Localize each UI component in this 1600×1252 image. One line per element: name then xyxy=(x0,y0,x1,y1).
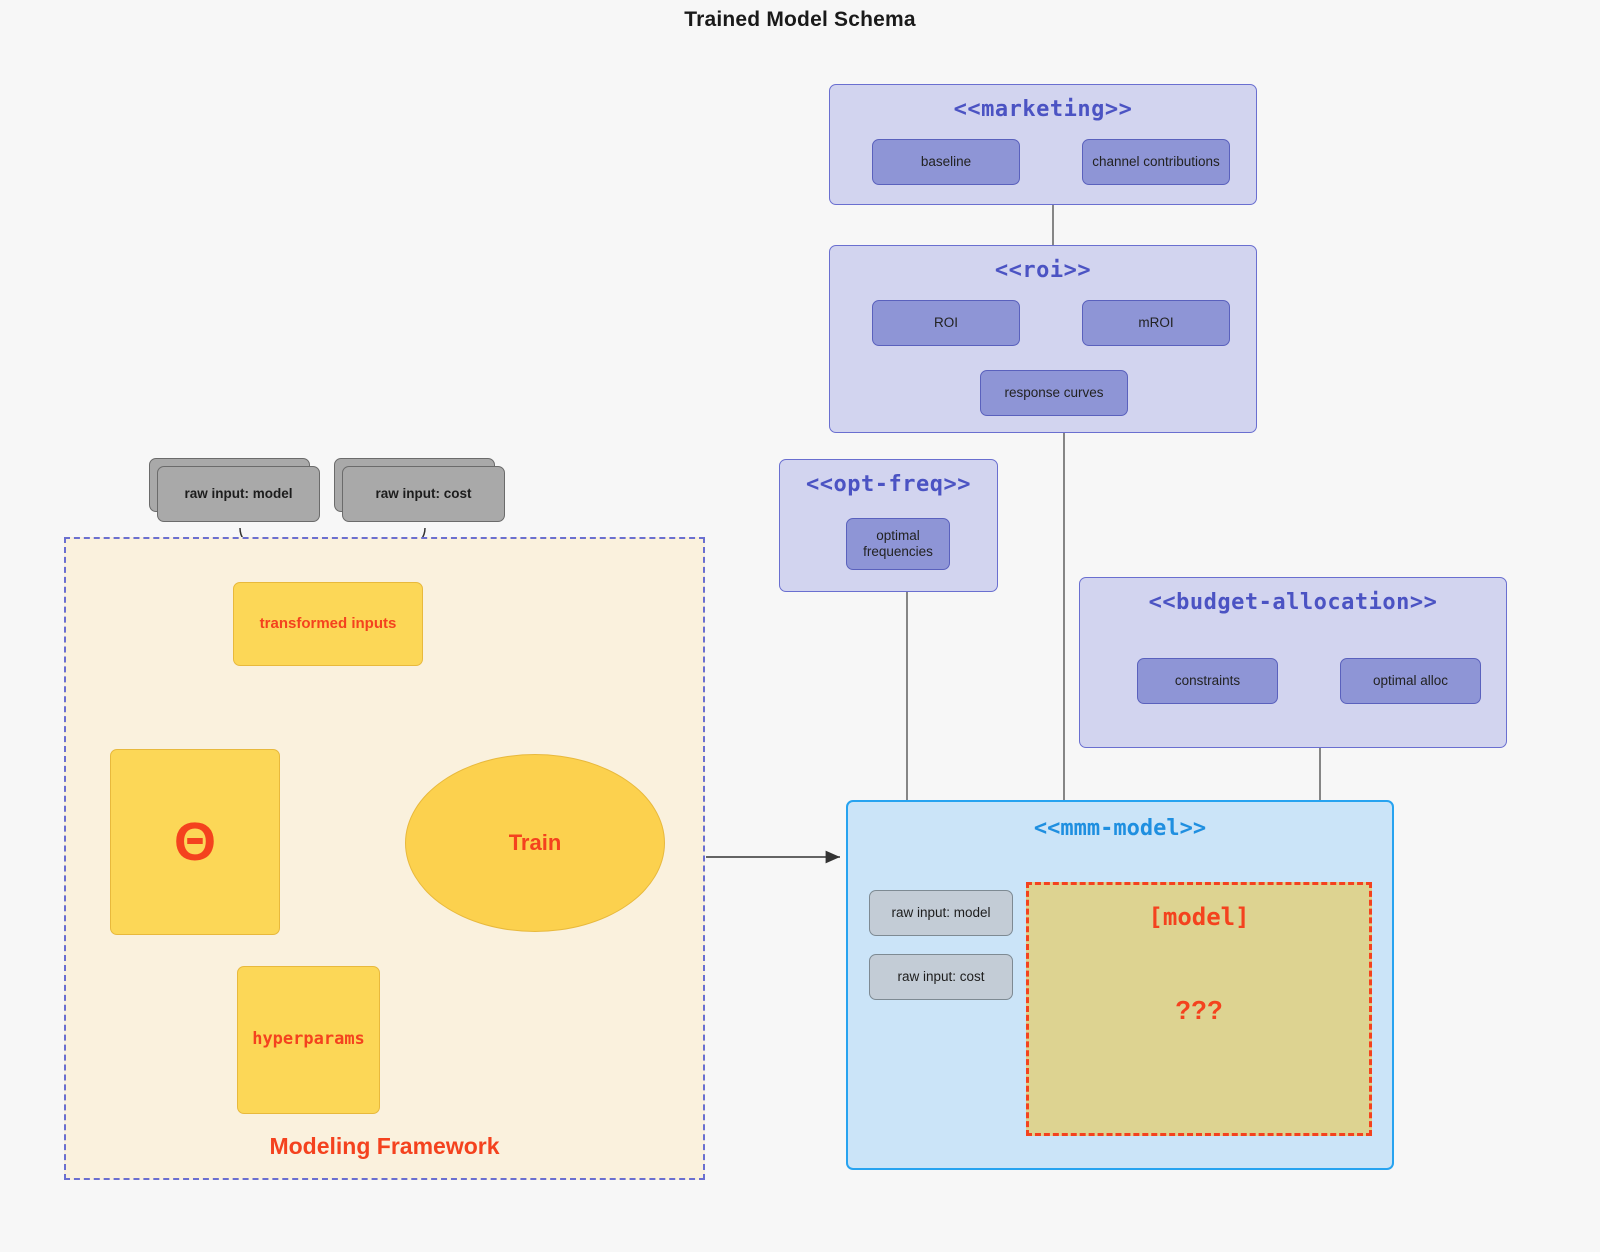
package-budget-allocation-title: <<budget-allocation>> xyxy=(1148,590,1438,615)
node-roi[interactable]: ROI xyxy=(864,292,1020,346)
train-node[interactable]: Train xyxy=(405,754,665,932)
mmm-raw-input-model[interactable]: raw input: model xyxy=(861,882,1013,936)
raw-input-cost-card[interactable]: raw input: cost xyxy=(334,458,505,522)
package-opt-freq[interactable]: <<opt-freq>> optimal frequencies xyxy=(779,459,998,592)
node-baseline[interactable]: baseline xyxy=(864,131,1020,185)
package-opt-freq-title: <<opt-freq>> xyxy=(806,472,971,497)
node-optimal-alloc[interactable]: optimal alloc xyxy=(1332,650,1481,704)
transformed-inputs-card[interactable]: transformed inputs xyxy=(225,574,423,666)
package-marketing[interactable]: <<marketing>> baseline channel contribut… xyxy=(829,84,1257,205)
model-slot-unknown: ??? xyxy=(1175,995,1223,1025)
page-title: Trained Model Schema xyxy=(684,8,916,31)
package-budget-allocation[interactable]: <<budget-allocation>> constraints optima… xyxy=(1079,577,1507,748)
theta-card[interactable]: Θ xyxy=(100,749,280,938)
modeling-framework-label: Modeling Framework xyxy=(269,1133,500,1159)
node-response-curves[interactable]: response curves xyxy=(972,362,1128,416)
theta-glyph: Θ xyxy=(173,812,216,872)
node-optimal-frequencies[interactable]: optimal frequencies xyxy=(838,510,950,570)
node-mroi[interactable]: mROI xyxy=(1074,292,1230,346)
raw-input-model-card[interactable]: raw input: model xyxy=(149,458,320,522)
package-marketing-title: <<marketing>> xyxy=(953,97,1133,122)
model-slot-placeholder[interactable]: [model] ??? xyxy=(1026,882,1372,1136)
package-mmm-model-title: <<mmm-model>> xyxy=(1033,816,1207,841)
package-roi[interactable]: <<roi>> ROI mROI response curves xyxy=(829,245,1257,433)
hyperparams-card[interactable]: hyperparams xyxy=(229,958,380,1114)
model-slot-label: [model] xyxy=(1148,903,1250,931)
node-constraints[interactable]: constraints xyxy=(1129,650,1278,704)
package-roi-title: <<roi>> xyxy=(994,258,1092,283)
mmm-raw-input-cost[interactable]: raw input: cost xyxy=(861,946,1013,1000)
node-channel-contributions[interactable]: channel contributions xyxy=(1074,131,1230,185)
